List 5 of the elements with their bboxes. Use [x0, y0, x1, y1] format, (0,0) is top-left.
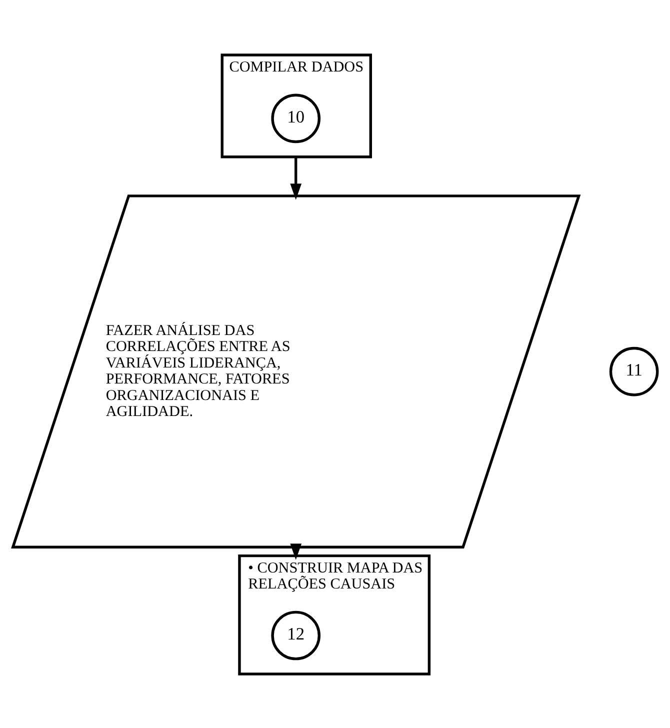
node-circle: 10	[271, 93, 320, 143]
arrow	[290, 543, 302, 560]
arrow	[290, 156, 302, 200]
node-circle: 11	[609, 346, 659, 396]
node-circle: 12	[271, 610, 320, 660]
